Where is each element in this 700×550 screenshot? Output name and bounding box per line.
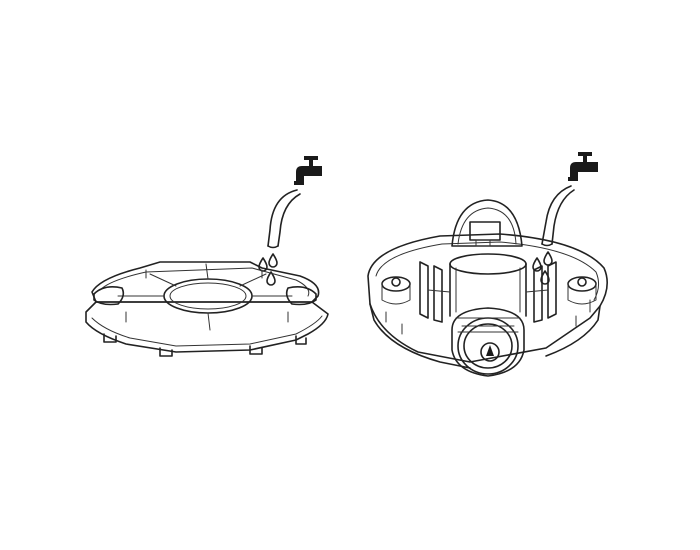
faucet-icon xyxy=(568,152,598,181)
tray-body xyxy=(85,261,329,357)
faucet-icon xyxy=(294,156,322,185)
base-rinse-figure xyxy=(367,152,608,377)
left-mount-boss xyxy=(381,276,411,305)
base-housing xyxy=(367,199,608,377)
water-stream-icon xyxy=(541,185,575,247)
tray-rinse-figure xyxy=(85,156,329,357)
right-mount-boss xyxy=(567,276,597,305)
front-wheel xyxy=(451,307,525,377)
water-stream-icon xyxy=(267,189,301,249)
